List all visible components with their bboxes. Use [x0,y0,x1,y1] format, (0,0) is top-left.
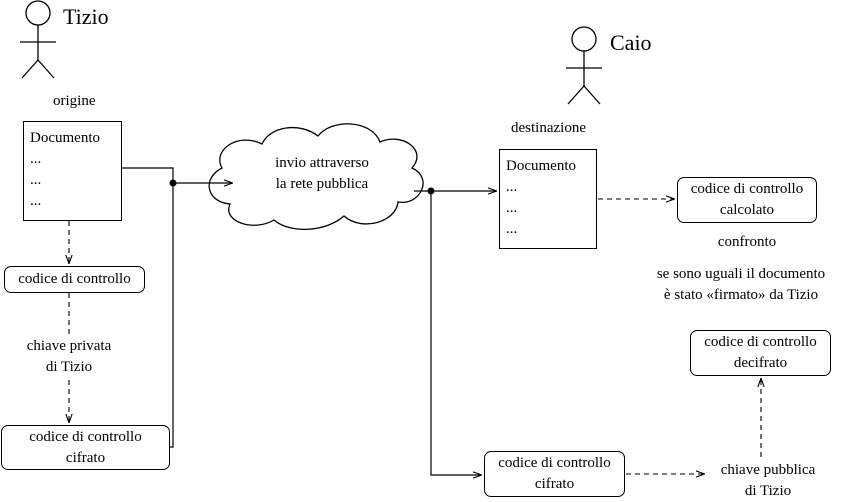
result-line: se sono uguali il documento [656,266,826,282]
network-cloud-label: invio attraverso la rete pubblica [252,153,392,195]
network-cloud-line: la rete pubblica [275,176,369,192]
public-key-line: chiave pubblica [720,462,816,478]
network-cloud-line: invio attraverso [275,155,369,171]
compare-label: confronto [717,234,777,250]
source-document-line: ... [30,172,42,188]
result-label: se sono uguali il documento è stato «fir… [651,264,831,306]
source-document-line: ... [30,193,42,209]
encrypted-box-left-line: codice di controllo [29,428,142,445]
flow-arrow-junction-to-encrypted [430,191,481,475]
junction-dot-left [169,179,177,187]
private-key-line: di Tizio [45,359,93,375]
decrypted-box-line: codice di controllo [704,334,817,350]
actor-name-tizio: Tizio [63,4,109,29]
decrypted-box-line: decifrato [733,355,788,371]
encrypted-checksum-box-left: codice di controllo cifrato [1,425,170,470]
stick-figure-tizio-icon [20,0,56,79]
computed-box-line: codice di controllo [690,181,804,197]
encrypted-box-right-line: cifrato [534,476,575,492]
encrypted-box-left-line: cifrato [65,449,106,466]
destination-document-line: ... [506,221,518,237]
computed-box-line: calcolato [719,202,775,218]
network-cloud-shape [208,123,424,230]
decrypted-checksum-box: codice di controllo decifrato [690,330,831,376]
private-key-line: chiave privata [26,338,112,354]
source-document: Documento ... ... ... [23,121,122,221]
encrypted-checksum-box-right: codice di controllo cifrato [484,451,625,497]
computed-checksum-box: codice di controllo calcolato [677,177,817,223]
source-document-line: ... [30,151,42,167]
flow-line-document-to-junction [122,167,174,183]
flow-line-encrypted-to-junction [170,183,174,448]
destination-document-line: ... [506,179,518,195]
stick-figure-caio-icon [566,26,602,105]
checksum-box: codice di controllo [4,266,145,293]
encrypted-box-right-line: codice di controllo [498,455,611,471]
public-key-line: di Tizio [744,483,792,499]
public-key-label: chiave pubblica di Tizio [706,460,830,502]
origin-label: origine [53,93,96,109]
result-line: è stato «firmato» da Tizio [663,287,819,303]
checksum-box-label: codice di controllo [18,271,131,287]
destination-label: destinazione [511,120,586,136]
destination-document: Documento ... ... ... [499,149,597,249]
source-document-title: Documento [30,130,100,146]
destination-document-line: ... [506,200,518,216]
private-key-label: chiave privata di Tizio [9,336,129,378]
actor-name-caio: Caio [610,30,652,55]
destination-document-title: Documento [506,158,576,174]
